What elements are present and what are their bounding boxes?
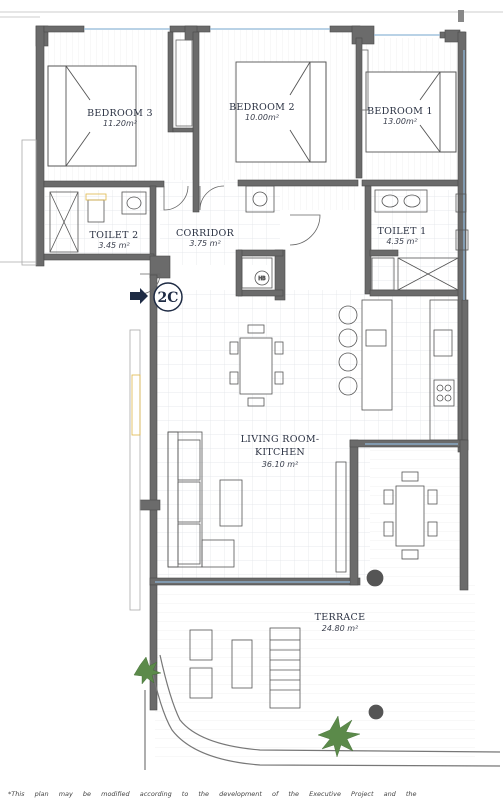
windows [84, 28, 465, 583]
kitchen-island [338, 299, 393, 411]
bedroom3-area: 11.20m² [103, 119, 138, 128]
bedroom3-name: BEDROOM 3 [87, 108, 153, 119]
toilet1-name: TOILET 1 [378, 226, 427, 237]
living-area: 36.10 m² [262, 460, 299, 469]
toilet2-name: TOILET 2 [90, 230, 139, 241]
disclaimer-text: *This plan may be modified according to … [8, 790, 417, 798]
unit-code: 2C [158, 290, 179, 306]
hob-label: HB [258, 276, 266, 282]
left-context [0, 139, 141, 611]
terrace-area: 24.80 m² [322, 624, 359, 633]
toilet1-area: 4.35 m² [386, 237, 418, 246]
tv-unit [335, 461, 347, 573]
dining-table [229, 324, 284, 407]
living-name-line1: LIVING ROOM- [241, 434, 320, 445]
sofa [167, 431, 243, 568]
terrace-dining [366, 471, 438, 587]
room-labels: BEDROOM 3 11.20m² BEDROOM 2 10.00m² BEDR… [87, 102, 433, 633]
terrace-lounge [189, 627, 384, 720]
bedroom2-area: 10.00m² [245, 113, 280, 122]
bedroom1-area: 13.00m² [383, 117, 418, 126]
bedroom2-name: BEDROOM 2 [229, 102, 295, 113]
bedroom1-name: BEDROOM 1 [367, 106, 433, 117]
corridor-name: CORRIDOR [176, 228, 235, 239]
toilet2-fixtures [49, 191, 147, 253]
closets [175, 39, 369, 127]
unit-badge: 2C [130, 282, 183, 312]
plants [133, 656, 361, 758]
exterior-context [0, 10, 503, 22]
corridor-area: 3.75 m² [189, 239, 221, 248]
terrace-planter [144, 654, 501, 770]
walls [35, 25, 469, 711]
toilet2-area: 3.45 m² [98, 241, 130, 250]
corridor-fixtures: HB [241, 185, 275, 289]
kitchen-counter [429, 299, 459, 441]
toilet1-fixtures [371, 189, 469, 291]
bed-bedroom2 [235, 61, 327, 163]
living-name-line2: KITCHEN [255, 447, 305, 458]
bed-bedroom3 [47, 65, 137, 167]
bed-bedroom1 [365, 71, 457, 153]
terrace-name: TERRACE [315, 612, 366, 623]
